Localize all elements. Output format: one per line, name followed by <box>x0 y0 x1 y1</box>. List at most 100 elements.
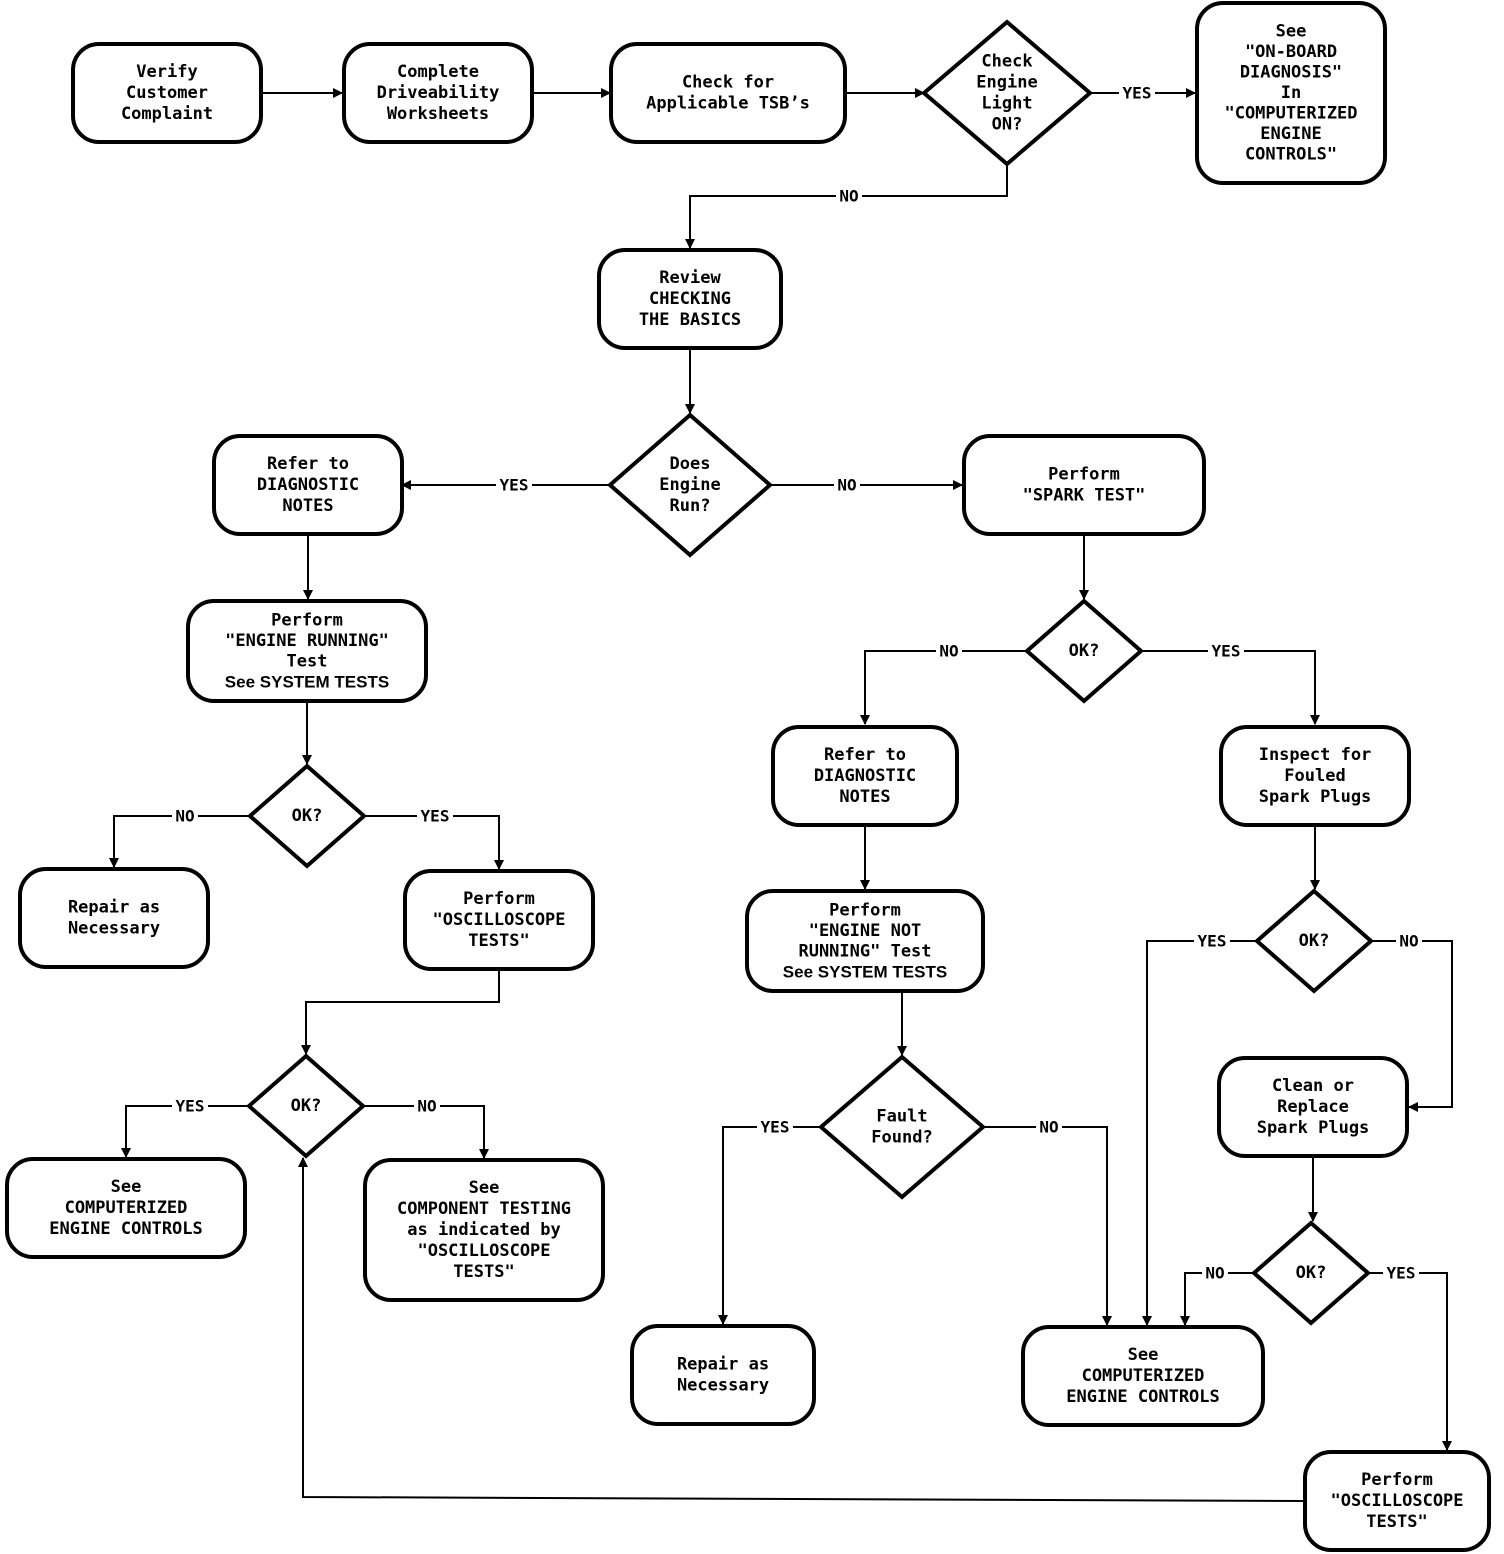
node-text-line: TESTS" <box>1366 1512 1427 1532</box>
node-text-line: See <box>469 1178 500 1198</box>
node-text-line: OK? <box>291 1096 322 1116</box>
node-text-line: COMPONENT TESTING <box>397 1199 571 1219</box>
edge-label-yes: YES <box>1212 642 1241 661</box>
node-text-line: Found? <box>871 1128 932 1148</box>
node-text-line: DIAGNOSTIC <box>257 475 359 495</box>
process-box <box>1021 1325 1265 1427</box>
edge-label-yes: YES <box>761 1118 790 1137</box>
node-text-line: See SYSTEM TESTS <box>783 962 947 981</box>
node-ok-plugs: OK? <box>1253 888 1375 994</box>
node-text-line: "ENGINE NOT <box>809 921 922 941</box>
node-text-line: Does <box>670 454 711 474</box>
node-text-line: Check for <box>682 73 774 93</box>
process-box <box>745 889 985 993</box>
node-text-line: Engine <box>976 73 1037 93</box>
edge-label-bg <box>1036 1117 1062 1137</box>
connector-arrow <box>363 1105 489 1159</box>
node-text-line: See <box>1128 1345 1159 1365</box>
decision-diamond <box>606 412 774 558</box>
node-text-line: Worksheets <box>387 104 489 124</box>
decision-diamond <box>920 19 1094 167</box>
decision-diamond <box>1253 888 1375 994</box>
connector-arrow <box>1141 650 1320 725</box>
connector-arrow <box>983 1126 1112 1326</box>
node-text-line: THE BASICS <box>639 310 741 330</box>
node-text-line: ENGINE CONTROLS <box>1066 1387 1220 1407</box>
process-box <box>186 599 428 703</box>
edge-label-no: NO <box>417 1097 436 1116</box>
node-text-line: Review <box>659 268 721 288</box>
edge-label-no: NO <box>837 476 856 495</box>
node-text-line: OK? <box>1069 641 1100 661</box>
edge-label-no: NO <box>939 642 958 661</box>
edge-label-bg <box>757 1117 793 1137</box>
node-text-line: ENGINE CONTROLS <box>49 1219 203 1239</box>
edge-label-bg <box>496 475 532 495</box>
node-text-line: RUNNING" Test <box>798 941 931 961</box>
node-text-line: Verify <box>136 62 197 82</box>
node-text-line: Perform <box>829 900 901 920</box>
process-box <box>5 1157 247 1259</box>
process-box <box>403 869 595 971</box>
edge-label-no: NO <box>1399 932 1418 951</box>
node-text-line: CHECKING <box>649 289 731 309</box>
node-text-line: Engine <box>659 475 720 495</box>
edge-label-bg <box>1208 641 1244 661</box>
node-text-line: Run? <box>670 496 711 516</box>
edge-label-bg <box>1202 1263 1228 1283</box>
node-text-line: "OSCILLOSCOPE <box>417 1241 550 1261</box>
node-text-line: Replace <box>1277 1097 1349 1117</box>
connector-arrow <box>1368 1272 1452 1451</box>
node-text-line: Check <box>981 52 1032 72</box>
decision-diamond <box>1250 1220 1372 1326</box>
process-box <box>1303 1450 1491 1552</box>
process-box <box>1217 1056 1409 1158</box>
node-text-line: TESTS" <box>453 1262 514 1282</box>
connector-arrow <box>860 650 1027 725</box>
edge-label-no: NO <box>1039 1118 1058 1137</box>
process-box <box>1195 1 1387 185</box>
node-text-line: Perform <box>271 610 343 630</box>
decision-diamond <box>245 1053 367 1159</box>
edge-label-no: NO <box>175 807 194 826</box>
node-text-line: "OSCILLOSCOPE <box>1330 1491 1463 1511</box>
edge-label-bg <box>1119 83 1155 103</box>
edge-label-bg <box>836 186 862 206</box>
process-box <box>1219 725 1411 827</box>
node-text-line: "ON-BOARD <box>1245 42 1337 62</box>
edge-label-bg <box>1383 1263 1419 1283</box>
process-box <box>71 42 263 144</box>
node-text-line: Inspect for <box>1259 745 1372 765</box>
node-text-line: Spark Plugs <box>1257 1118 1370 1138</box>
connector-arrow <box>1180 1272 1254 1326</box>
node-text-line: "OSCILLOSCOPE <box>432 910 565 930</box>
node-text-line: Repair as <box>68 898 160 918</box>
node-see-obd: See"ON-BOARDDIAGNOSIS"In"COMPUTERIZEDENG… <box>1195 1 1387 185</box>
node-text-line: "ENGINE RUNNING" <box>225 631 389 651</box>
node-text-line: Perform <box>1048 465 1120 485</box>
edge-label-no: NO <box>1205 1264 1224 1283</box>
connector-arrow <box>865 991 907 1056</box>
node-ok-spark: OK? <box>1023 598 1145 704</box>
node-text-line: Perform <box>463 889 535 909</box>
node-text-line: Necessary <box>677 1376 769 1396</box>
connector-arrow <box>109 815 250 868</box>
edge-label-yes: YES <box>176 1097 205 1116</box>
edge-label-bg <box>1194 931 1230 951</box>
node-text-line: Applicable TSB’s <box>646 94 810 114</box>
node-text-line: Complete <box>397 62 479 82</box>
node-text-line: DIAGNOSTIC <box>814 766 916 786</box>
node-text-line: COMPUTERIZED <box>1082 1366 1205 1386</box>
